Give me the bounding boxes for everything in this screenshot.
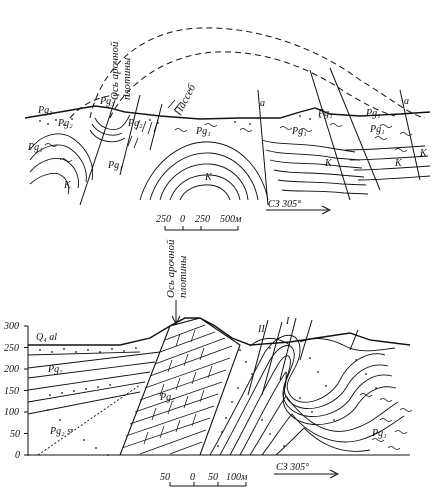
lower-left-layers — [27, 351, 161, 415]
upper-dam-axis-label-line1: Ось арочной — [109, 41, 121, 100]
label-a-mid: a — [260, 98, 265, 109]
upper-eroded-fold-outlines — [69, 27, 426, 119]
lower-scale-tick-2: 50 — [208, 472, 218, 483]
lower-fault-mark-i: I — [285, 316, 290, 327]
lower-fault-mark-ii: II — [257, 324, 265, 335]
label-pg1-e: Pg₁ — [317, 108, 333, 119]
label-pg1-b: Pg₁ — [107, 160, 123, 171]
upper-central-anticline — [139, 141, 269, 201]
upper-faults — [79, 67, 421, 206]
lower-direction-indicator: СЗ 305° — [274, 462, 340, 479]
label-k-mid: K — [204, 172, 213, 183]
y-tick-150: 150 — [4, 386, 19, 397]
upper-dam-axis-label-line2: плотины — [121, 57, 133, 100]
upper-left-fold — [29, 114, 131, 195]
y-tick-250: 250 — [4, 343, 19, 354]
label-a-right: a — [404, 96, 409, 107]
label-pg1-c: Pg₁ — [195, 126, 211, 137]
lower-scale-tick-3: 100м — [226, 472, 248, 483]
lower-section: 300 250 200 150 100 50 0 — [3, 239, 413, 487]
upper-scale-bar: 250 0 250 500м — [156, 214, 242, 231]
label-pg1-a: Pg₁ — [27, 142, 43, 153]
lower-dam-axis-arrow-icon — [171, 315, 181, 326]
lower-right-dots — [217, 347, 377, 447]
lower-scale-tick-1: 0 — [190, 472, 195, 483]
lower-faults — [247, 317, 359, 396]
y-tick-0: 0 — [15, 450, 20, 461]
label-k-left: K — [63, 180, 72, 191]
lower-direction-arrow-icon — [329, 469, 340, 479]
upper-scale-tick-3: 500м — [220, 214, 242, 225]
label-pg2-lower: Pg₂ s — [49, 426, 71, 437]
y-tick-50: 50 — [10, 429, 20, 440]
upper-scale-tick-0: 250 — [156, 214, 171, 225]
lower-ground-surface — [28, 317, 411, 346]
y-tick-200: 200 — [4, 364, 19, 375]
label-pg2-upper: Pg₂ — [47, 364, 63, 375]
label-pg1-g: Pg₁ — [369, 124, 385, 135]
label-pg1-d: Pg₁ — [291, 126, 307, 137]
label-pg1-f: Pg₁ — [365, 108, 381, 119]
lower-dam-axis-label-line2: плотины — [177, 255, 189, 298]
label-pg2: Pg₂ — [57, 118, 73, 129]
lower-scale-bar: 50 0 50 100м — [160, 472, 248, 487]
lower-left-dots — [47, 384, 111, 456]
label-pg3-mid: Pg₃ — [99, 96, 115, 107]
upper-ground-surface — [24, 105, 431, 120]
label-q4al: Q₄ al — [36, 332, 57, 343]
label-k-right1: K — [324, 158, 333, 169]
upper-scale-tick-2: 250 — [195, 214, 210, 225]
y-tick-300: 300 — [3, 321, 19, 332]
lower-alluvium-base — [27, 351, 141, 356]
lower-pg2-contact — [37, 384, 141, 456]
label-pg3-left: Pg₃ — [37, 105, 53, 116]
lower-scale-tick-0: 50 — [160, 472, 170, 483]
upper-right-layers — [261, 139, 431, 195]
label-k-right3: K — [419, 148, 428, 159]
label-pg2-b: Pg₂ — [127, 118, 143, 129]
lower-right-clays — [359, 393, 413, 450]
y-tick-100: 100 — [4, 407, 19, 418]
lower-right-folds — [209, 334, 405, 456]
upper-direction-indicator: СЗ 305° — [266, 199, 332, 215]
lower-alluvium-dots — [39, 347, 137, 353]
upper-direction-label: СЗ 305° — [268, 199, 301, 210]
upper-scale-tick-1: 0 — [180, 214, 185, 225]
upper-section: Ось арочной плотины Пассеб Pg₃ Pg₃ Pg₂ P… — [24, 27, 431, 231]
upper-direction-arrow-icon — [321, 205, 332, 215]
upper-clay-symbols — [44, 123, 413, 162]
upper-terrace-label: Пассеб — [172, 82, 199, 118]
lower-direction-label: СЗ 305° — [276, 462, 309, 473]
lower-dam-axis-label-line1: Ось арочной — [165, 239, 177, 298]
label-pg2-mid: Pg₂ — [159, 392, 175, 403]
lower-limestone-block — [119, 317, 241, 456]
label-pg1: Pg₁ — [371, 428, 387, 439]
upper-breccia-hatch — [127, 99, 182, 149]
lower-y-axis: 300 250 200 150 100 50 0 — [3, 321, 29, 461]
label-k-right2: K — [394, 158, 403, 169]
